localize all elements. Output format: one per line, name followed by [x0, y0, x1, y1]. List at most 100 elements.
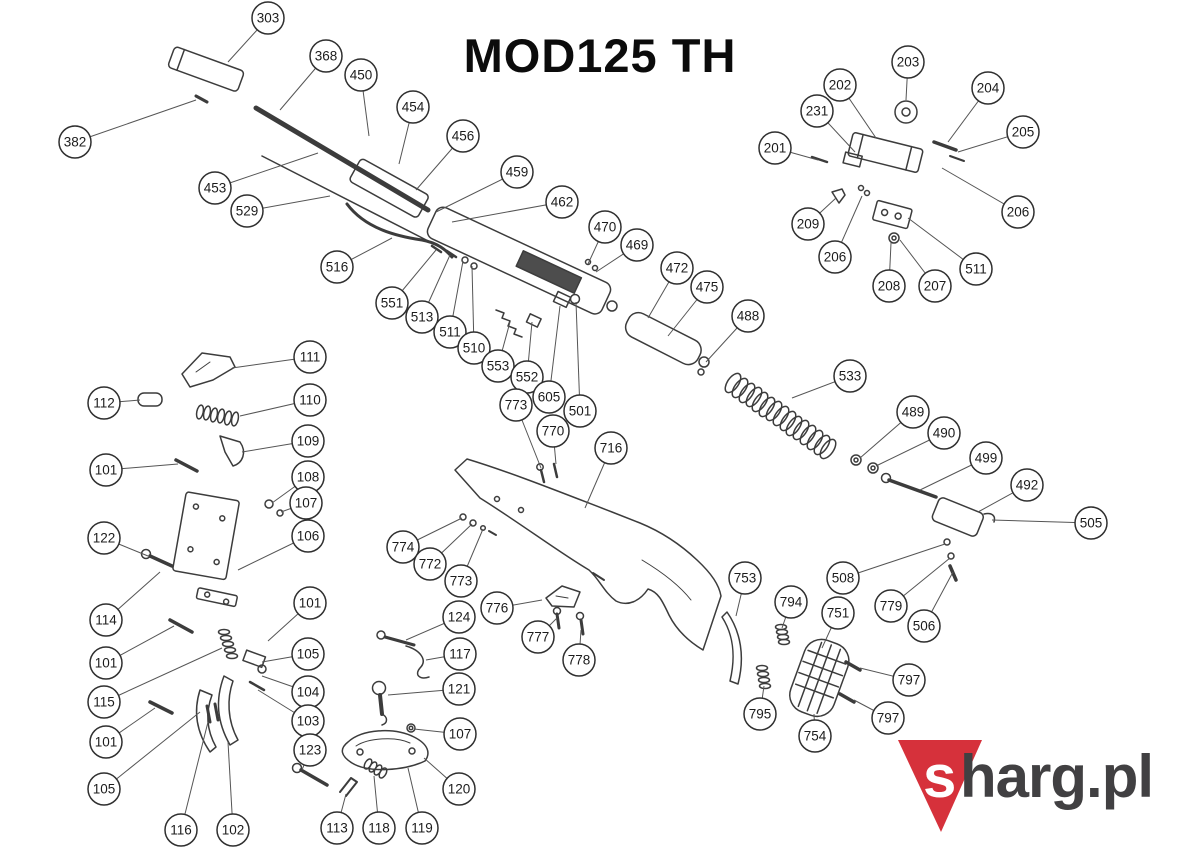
callout-115: 115: [87, 685, 121, 719]
svg-text:103: 103: [297, 714, 320, 729]
svg-text:508: 508: [832, 571, 855, 586]
callout-475: 475: [690, 270, 724, 304]
svg-text:469: 469: [626, 238, 649, 253]
svg-text:774: 774: [392, 540, 415, 555]
svg-text:116: 116: [170, 823, 192, 838]
svg-text:462: 462: [551, 195, 574, 210]
callout-382: 382: [58, 125, 92, 159]
callout-206: 206: [1001, 195, 1035, 229]
svg-text:124: 124: [448, 610, 471, 625]
callout-123: 123: [293, 733, 327, 767]
svg-text:552: 552: [516, 370, 539, 385]
svg-text:510: 510: [463, 341, 486, 356]
callout-776: 776: [480, 591, 514, 625]
leader-line-501: [575, 301, 581, 412]
svg-text:111: 111: [300, 350, 321, 365]
callout-553: 553: [481, 349, 515, 383]
callout-754: 754: [798, 719, 832, 753]
callout-120: 120: [442, 772, 476, 806]
svg-text:450: 450: [350, 68, 373, 83]
svg-text:118: 118: [368, 821, 390, 836]
callout-772: 772: [413, 547, 447, 581]
callout-101: 101: [89, 453, 123, 487]
callout-209: 209: [791, 207, 825, 241]
svg-text:123: 123: [299, 743, 322, 758]
logo-first-letter: s: [923, 743, 957, 810]
callout-110: 110: [293, 383, 327, 417]
svg-text:206: 206: [1007, 205, 1030, 220]
svg-text:516: 516: [326, 260, 349, 275]
callout-107: 107: [443, 717, 477, 751]
svg-text:105: 105: [297, 647, 320, 662]
callout-552: 552: [510, 360, 544, 394]
svg-text:209: 209: [797, 217, 820, 232]
callout-489: 489: [896, 395, 930, 429]
callout-206: 206: [818, 240, 852, 274]
svg-text:794: 794: [780, 595, 803, 610]
callout-105: 105: [291, 637, 325, 671]
logo-triangle-icon: [898, 740, 982, 832]
callout-794: 794: [774, 585, 808, 619]
svg-text:204: 204: [977, 81, 1000, 96]
svg-text:106: 106: [297, 529, 320, 544]
svg-text:203: 203: [897, 55, 920, 70]
callout-492: 492: [1010, 468, 1044, 502]
svg-text:751: 751: [827, 606, 850, 621]
callout-488: 488: [731, 299, 765, 333]
svg-text:109: 109: [297, 434, 320, 449]
callout-202: 202: [823, 68, 857, 102]
svg-text:207: 207: [924, 279, 947, 294]
svg-text:108: 108: [297, 470, 320, 485]
callout-111: 111: [293, 340, 327, 374]
svg-text:605: 605: [538, 390, 561, 405]
callout-470: 470: [588, 210, 622, 244]
svg-text:101: 101: [95, 463, 118, 478]
svg-text:112: 112: [93, 396, 115, 411]
callout-795: 795: [743, 697, 777, 731]
callout-777: 777: [521, 620, 555, 654]
svg-text:122: 122: [93, 531, 116, 546]
svg-text:716: 716: [600, 441, 623, 456]
leader-line-115: [103, 647, 223, 703]
callout-751: 751: [821, 596, 855, 630]
svg-text:113: 113: [326, 821, 348, 836]
svg-text:488: 488: [737, 309, 760, 324]
callout-116: 116: [164, 813, 198, 847]
svg-text:101: 101: [299, 596, 322, 611]
callout-459: 459: [500, 155, 534, 189]
svg-text:489: 489: [902, 405, 925, 420]
svg-text:114: 114: [95, 613, 117, 628]
svg-text:208: 208: [878, 279, 901, 294]
callout-117: 117: [443, 637, 477, 671]
svg-text:115: 115: [93, 695, 115, 710]
callout-205: 205: [1006, 115, 1040, 149]
callout-529: 529: [230, 194, 264, 228]
svg-text:501: 501: [569, 404, 592, 419]
svg-text:505: 505: [1080, 516, 1103, 531]
svg-text:231: 231: [806, 104, 829, 119]
leader-line-116: [180, 721, 209, 831]
logo-text: harg.pl: [960, 743, 1154, 810]
svg-text:456: 456: [452, 129, 475, 144]
svg-text:454: 454: [402, 100, 425, 115]
svg-text:105: 105: [93, 782, 116, 797]
callout-506: 506: [907, 609, 941, 643]
callout-770: 770: [536, 414, 570, 448]
leader-line-453: [214, 152, 319, 189]
callout-456: 456: [446, 119, 480, 153]
callout-716: 716: [594, 431, 628, 465]
sharg-logo: s harg.pl: [896, 736, 1196, 836]
callout-208: 208: [872, 269, 906, 303]
svg-text:511: 511: [965, 262, 987, 277]
callout-533: 533: [833, 359, 867, 393]
svg-text:513: 513: [411, 310, 434, 325]
callout-231: 231: [800, 94, 834, 128]
callout-119: 119: [405, 811, 439, 845]
callout-774: 774: [386, 530, 420, 564]
svg-text:754: 754: [804, 729, 827, 744]
callout-109: 109: [291, 424, 325, 458]
callout-462: 462: [545, 185, 579, 219]
svg-text:533: 533: [839, 369, 862, 384]
leader-line-382: [74, 99, 197, 143]
